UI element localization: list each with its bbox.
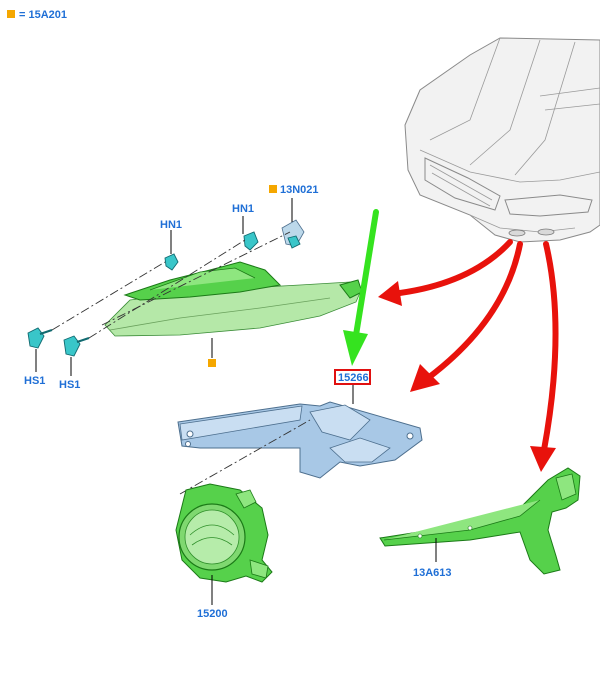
legend-text: = 15A201 bbox=[19, 9, 67, 21]
clip-13n021-icon bbox=[281, 219, 305, 249]
trim-strip-13a613 bbox=[379, 467, 581, 575]
fog-lamp-15200 bbox=[175, 483, 273, 583]
car-front-illustration bbox=[404, 37, 600, 243]
red-arrows-icon bbox=[378, 239, 559, 472]
label-hs1-a: HS1 bbox=[24, 375, 45, 387]
legend: = 15A201 bbox=[7, 9, 67, 21]
label-13n021: 13N021 bbox=[280, 184, 319, 196]
label-13a613: 13A613 bbox=[413, 567, 452, 579]
label-hs1-b: HS1 bbox=[59, 379, 80, 391]
screw-hs1-a-icon bbox=[27, 327, 53, 349]
nut-hn1-b-icon bbox=[243, 231, 259, 251]
bracket-15266 bbox=[177, 401, 423, 479]
legend-marker-icon bbox=[7, 10, 15, 18]
screw-hs1-b-icon bbox=[63, 335, 90, 357]
part-13N021-marker-icon bbox=[269, 185, 277, 193]
label-15266: 15266 bbox=[338, 372, 369, 384]
label-hn1-a: HN1 bbox=[160, 219, 182, 231]
fog-lamp-bezel-assembly bbox=[104, 261, 363, 337]
part-15A201-marker-icon bbox=[208, 359, 216, 367]
highlight-box-15266 bbox=[334, 369, 371, 385]
label-15200: 15200 bbox=[197, 608, 228, 620]
label-hn1-b: HN1 bbox=[232, 203, 254, 215]
green-arrow-icon bbox=[343, 209, 379, 366]
nut-hn1-a-icon bbox=[164, 253, 179, 271]
